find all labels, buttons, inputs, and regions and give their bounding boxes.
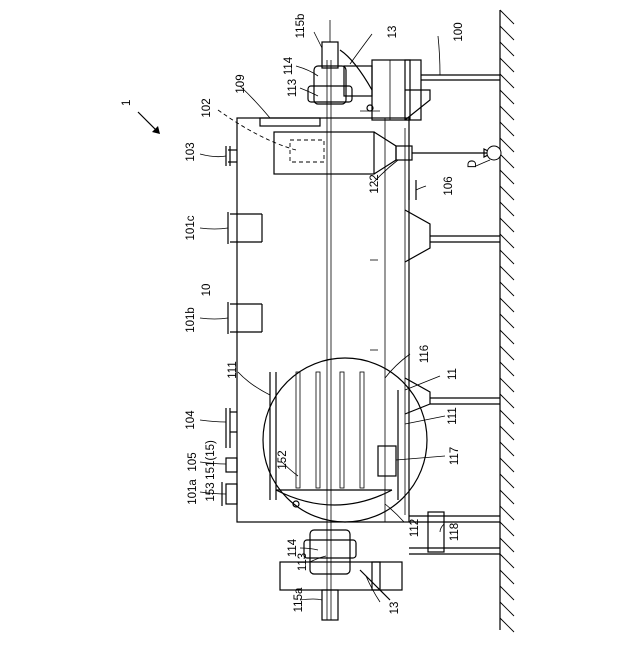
ref-label-115b: 115b <box>295 14 307 39</box>
ground-hatch <box>500 442 514 456</box>
nozzle-105 <box>226 458 237 472</box>
ground-hatch <box>500 490 514 504</box>
ground-hatch <box>500 266 514 280</box>
sphere-D <box>487 146 501 160</box>
ground-hatch <box>500 170 514 184</box>
ref-label-104: 104 <box>185 410 197 430</box>
blade <box>360 372 364 488</box>
ref-label-113_top: 113 <box>287 79 299 97</box>
ref-label-106: 106 <box>443 176 455 195</box>
ref-label-13_top: 13 <box>387 26 399 39</box>
nozzle-101b <box>228 302 262 334</box>
detail-circle <box>263 358 427 522</box>
ground-hatch <box>500 218 514 232</box>
ground-hatch <box>500 458 514 472</box>
heater-box-102 <box>274 132 492 174</box>
ref-label-13_bot: 13 <box>389 602 401 615</box>
ground-hatch <box>500 314 514 328</box>
blade <box>316 372 320 488</box>
ground-hatch <box>500 186 514 200</box>
ref-label-11: 11 <box>447 368 459 380</box>
inner-ticks <box>370 190 378 350</box>
ground-hatch <box>500 138 514 152</box>
ground-hatch <box>500 410 514 424</box>
ground-hatch <box>500 426 514 440</box>
ref-label-101a: 101a <box>187 479 199 505</box>
ref-label-101c: 101c <box>185 215 197 240</box>
ref-label-153: 153 <box>205 482 217 501</box>
ground-hatch <box>500 346 514 360</box>
ground-hatch <box>500 42 514 56</box>
ref-label-101b: 101b <box>185 307 197 333</box>
ground-hatch <box>500 554 514 568</box>
ref-label-122: 122 <box>369 174 381 193</box>
ground-hatch <box>500 538 514 552</box>
arrow-icon <box>138 112 160 134</box>
nozzle-101c <box>228 212 262 244</box>
blade <box>296 372 300 488</box>
ground-hatch <box>500 298 514 312</box>
ground-hatch <box>500 570 514 584</box>
ground-hatch <box>500 522 514 536</box>
ref-label-100: 100 <box>453 22 465 41</box>
ref-label-103: 103 <box>185 142 197 161</box>
ref-label-102: 102 <box>201 98 213 117</box>
ground-hatch <box>500 122 514 136</box>
support-legs <box>405 210 500 554</box>
ref-label-10: 10 <box>201 284 213 297</box>
ref-label-113_bot: 113 <box>297 553 309 571</box>
ground-hatch <box>500 602 514 616</box>
ground-hatch <box>500 10 514 24</box>
ref-label-118: 118 <box>449 523 461 541</box>
ref-label-112: 112 <box>409 519 421 537</box>
ground-wall <box>500 10 514 632</box>
ground-hatch <box>500 378 514 392</box>
ground-hatch <box>500 154 514 168</box>
bracket-106 <box>409 180 416 200</box>
ref-label-117: 117 <box>449 447 461 465</box>
vessel-body <box>237 60 409 620</box>
ground-hatch <box>500 474 514 488</box>
ground-hatch <box>500 234 514 248</box>
ground-hatch <box>500 330 514 344</box>
assembly-ref-label: 1 <box>121 100 133 106</box>
ref-label-111_right: 111 <box>447 407 459 424</box>
ground-hatch <box>500 74 514 88</box>
ground-hatch <box>500 202 514 216</box>
ground-hatch <box>500 586 514 600</box>
ground-hatch <box>500 506 514 520</box>
ground-hatch <box>500 282 514 296</box>
ground-hatch <box>500 250 514 264</box>
ground-hatch <box>500 58 514 72</box>
ref-label-115a: 115a <box>293 587 305 612</box>
ref-label-114_top: 114 <box>283 56 295 75</box>
ground-hatch <box>500 362 514 376</box>
ref-label-105: 105 <box>187 452 199 471</box>
plate-109 <box>260 118 320 126</box>
ref-label-111_left: 111 <box>227 361 239 378</box>
ground-hatch <box>500 618 514 632</box>
ground-hatch <box>500 90 514 104</box>
ref-label-116: 116 <box>419 345 431 363</box>
top-bracket <box>405 60 500 120</box>
ref-label-D: D <box>467 160 479 168</box>
ground-hatch <box>500 394 514 408</box>
ref-label-151: 151(15) <box>205 440 217 480</box>
box-118 <box>428 512 444 552</box>
nozzle-103 <box>226 146 237 166</box>
ref-label-152: 152 <box>277 450 289 469</box>
nozzle-104 <box>226 408 237 448</box>
blade <box>340 372 344 488</box>
ground-hatch <box>500 26 514 40</box>
ground-hatch <box>500 106 514 120</box>
ref-label-109: 109 <box>235 74 247 93</box>
